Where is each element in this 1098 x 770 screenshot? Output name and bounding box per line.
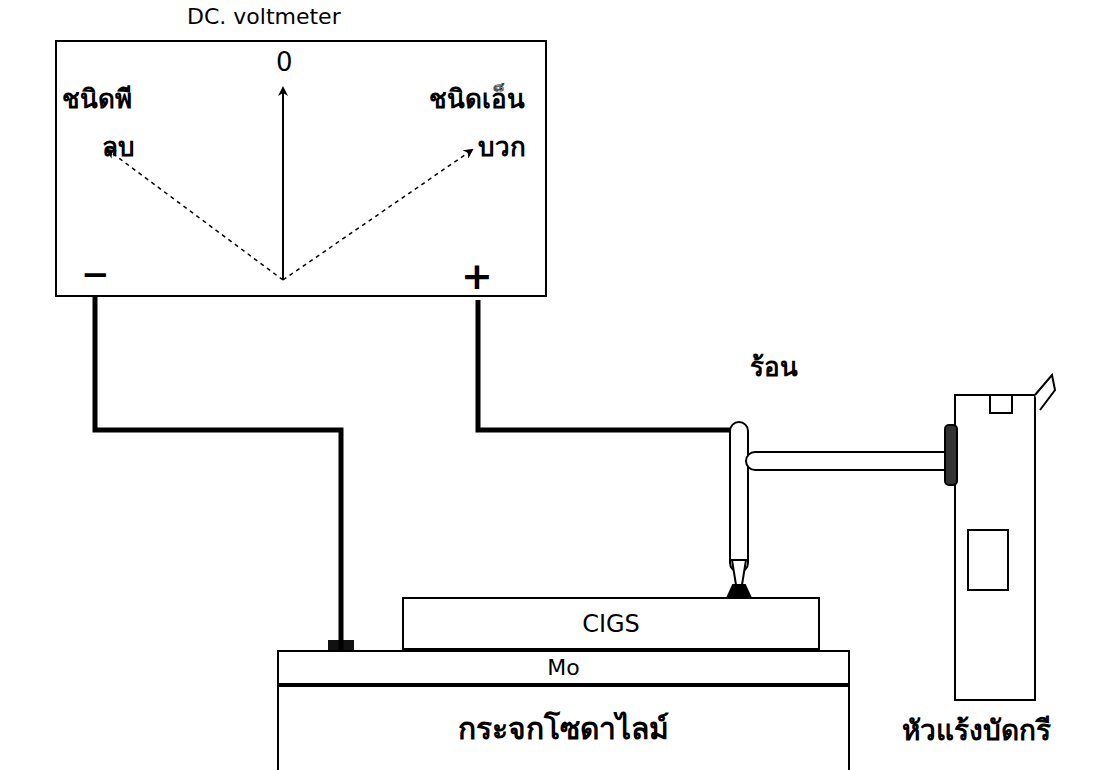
needle-right [283,150,472,280]
meter-title: DC. voltmeter [187,4,341,29]
zero-mark: 0 [276,47,293,77]
wire [95,297,341,650]
needle-left [108,150,283,280]
mo-layer: Mo [277,650,850,685]
iron-label: หัวแร้งบัดกรี [900,708,1053,752]
plus-terminal: + [461,254,493,298]
layer-name: CIGS [582,610,640,638]
plus-wire [478,300,735,430]
positive-label: บวก [478,126,526,167]
hot-label: ร้อน [748,346,800,387]
glass-substrate: กระจกโซดาไลม์ [277,685,850,770]
voltmeter-box: DC. voltmeterชนิดพีลบ0ชนิดเอ็นบวก−+ [55,40,547,297]
layer-name: Mo [547,655,579,680]
cigs-layer: CIGS [402,597,820,650]
negative-label: ลบ [102,126,135,167]
meter-needle [282,88,284,280]
layer-name: กระจกโซดาไลม์ [458,705,669,752]
minus-terminal: − [81,254,110,294]
n-type-label: ชนิดเอ็น [429,78,525,119]
p-type-label: ชนิดพี [62,78,132,119]
